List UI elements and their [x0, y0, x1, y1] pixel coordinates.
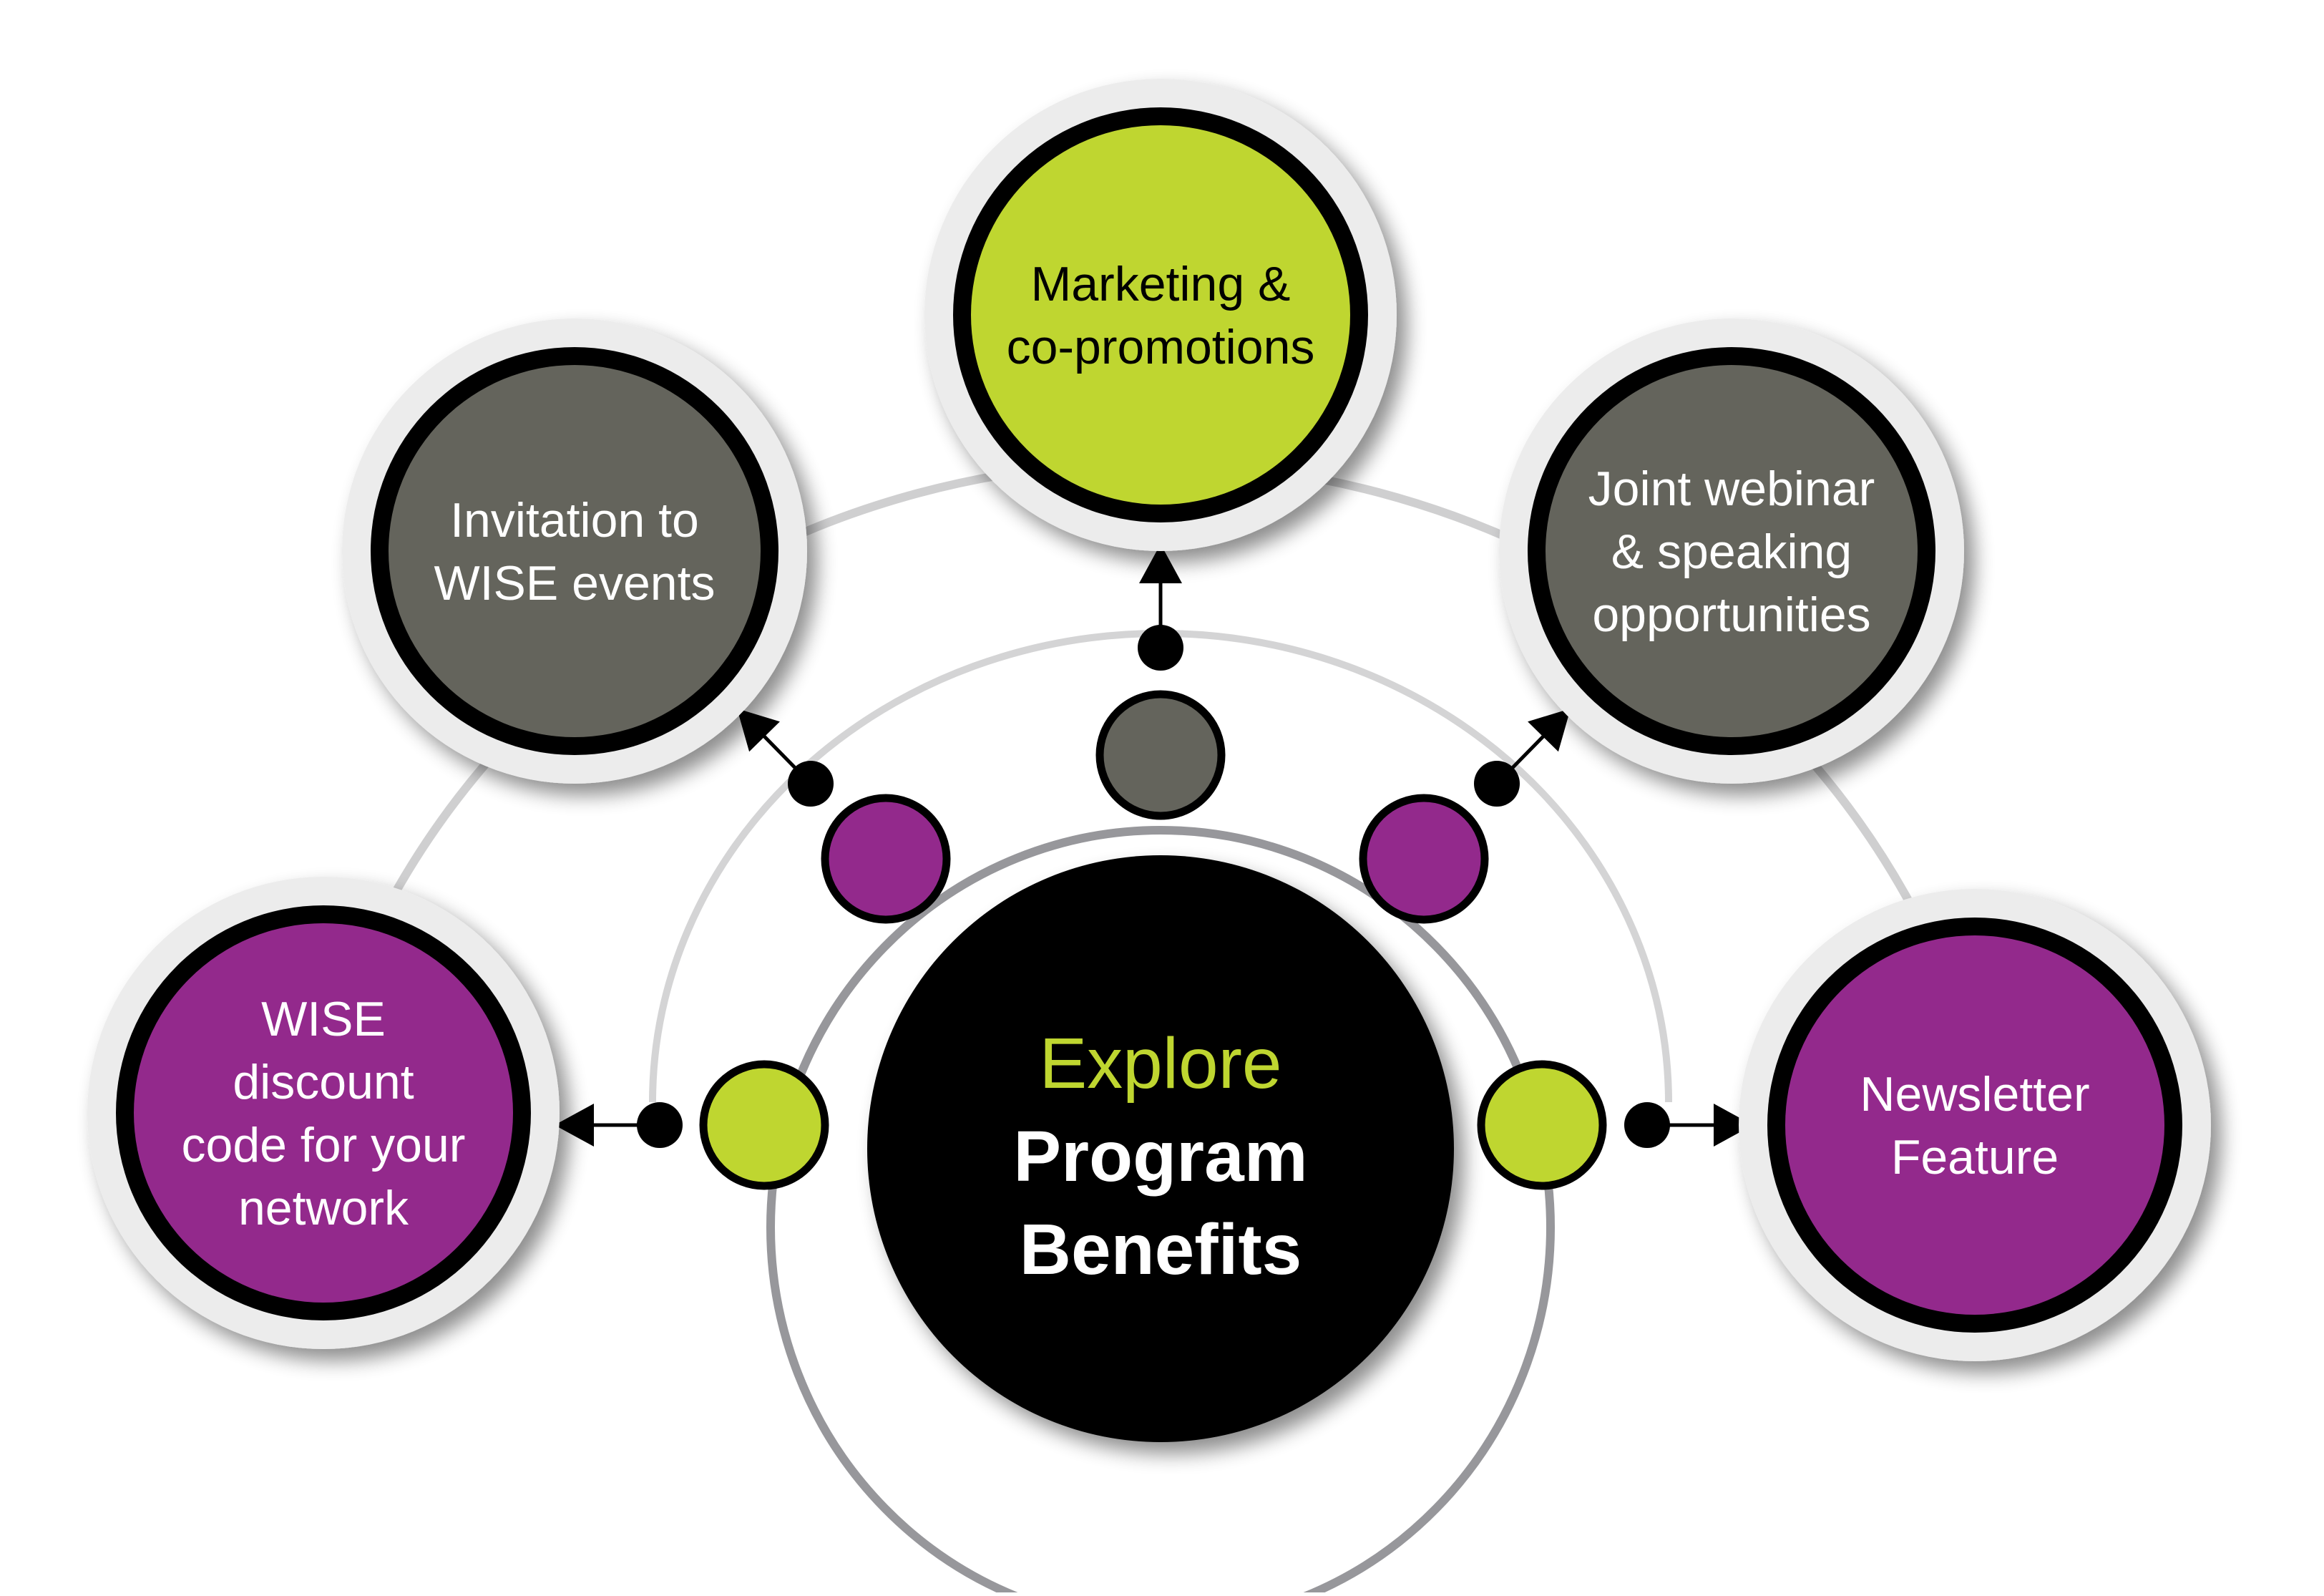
connector-dot [1474, 761, 1520, 807]
node-label-line: Joint webinar [1588, 462, 1875, 516]
node-disc [1785, 935, 2164, 1315]
connector-dot [788, 761, 834, 807]
node-label-line: discount [233, 1055, 414, 1109]
connectors [555, 544, 1753, 1148]
satellite-dot-lime [699, 1060, 829, 1190]
connector-dot [637, 1102, 683, 1148]
node-label-line: Marketing & [1031, 257, 1291, 311]
arrowhead-icon [1528, 709, 1571, 752]
benefit-nodes: WISE discount code for your network Invitati… [87, 79, 2211, 1361]
node-disc [134, 923, 513, 1303]
node-label-line: WISE [261, 992, 386, 1046]
satellite-dot-lime [1477, 1060, 1607, 1190]
arrowhead-icon [1714, 1104, 1753, 1147]
benefit-node-joint-webinar: Joint webinar & speaking opportunities [1499, 318, 1964, 784]
arrowhead-icon [1139, 544, 1182, 583]
connector-dot [1624, 1102, 1670, 1148]
node-label-line: & speaking [1611, 525, 1852, 579]
node-disc [389, 365, 761, 737]
node-label-line: Invitation to [450, 493, 699, 548]
arrowhead-icon [737, 709, 780, 752]
node-label-line: co-promotions [1007, 320, 1315, 374]
center-title-line1: Explore [1039, 1023, 1281, 1104]
arrowhead-icon [555, 1104, 594, 1147]
node-label-line: WISE events [434, 556, 715, 610]
center-hub: Explore Program Benefits [867, 855, 1454, 1442]
node-disc [1546, 365, 1918, 737]
node-label-line: network [238, 1181, 409, 1235]
center-disc [867, 855, 1454, 1442]
node-label-line: opportunities [1592, 588, 1870, 642]
center-title-line2: Program [1013, 1116, 1307, 1197]
benefit-node-wise-events: Invitation to WISE events [342, 318, 807, 784]
center-title-line3: Benefits [1020, 1210, 1302, 1290]
connector-dot [1138, 625, 1183, 671]
satellite-dot-gray [1095, 690, 1226, 820]
node-label-line: Newsletter [1860, 1067, 2089, 1121]
node-label-line: Feature [1891, 1130, 2059, 1184]
benefit-node-marketing: Marketing & co-promotions [924, 79, 1397, 551]
satellite-dots [699, 690, 1607, 1190]
inner-orbit-ring [766, 826, 1555, 1596]
satellite-dot-purple [1359, 794, 1489, 924]
node-disc [971, 125, 1350, 505]
node-label-line: code for your [182, 1118, 466, 1172]
benefit-node-wise-discount: WISE discount code for your network [87, 877, 560, 1349]
satellite-dot-purple [821, 794, 951, 924]
